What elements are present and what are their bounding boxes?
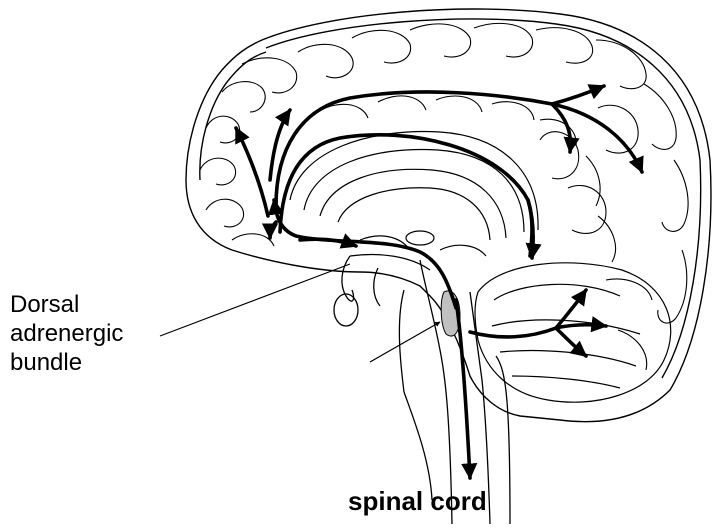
brain-outline (186, 9, 711, 422)
bundle-label-line2: adrenergic (10, 319, 123, 348)
bundle-label-line1: Dorsal (10, 290, 79, 319)
bundle-label-line3: bundle (10, 348, 82, 377)
pituitary (334, 256, 380, 326)
leader-lines (160, 264, 440, 362)
noradrenergic-pathways (236, 86, 642, 478)
spinal-cord-label: spinal cord (348, 486, 487, 516)
